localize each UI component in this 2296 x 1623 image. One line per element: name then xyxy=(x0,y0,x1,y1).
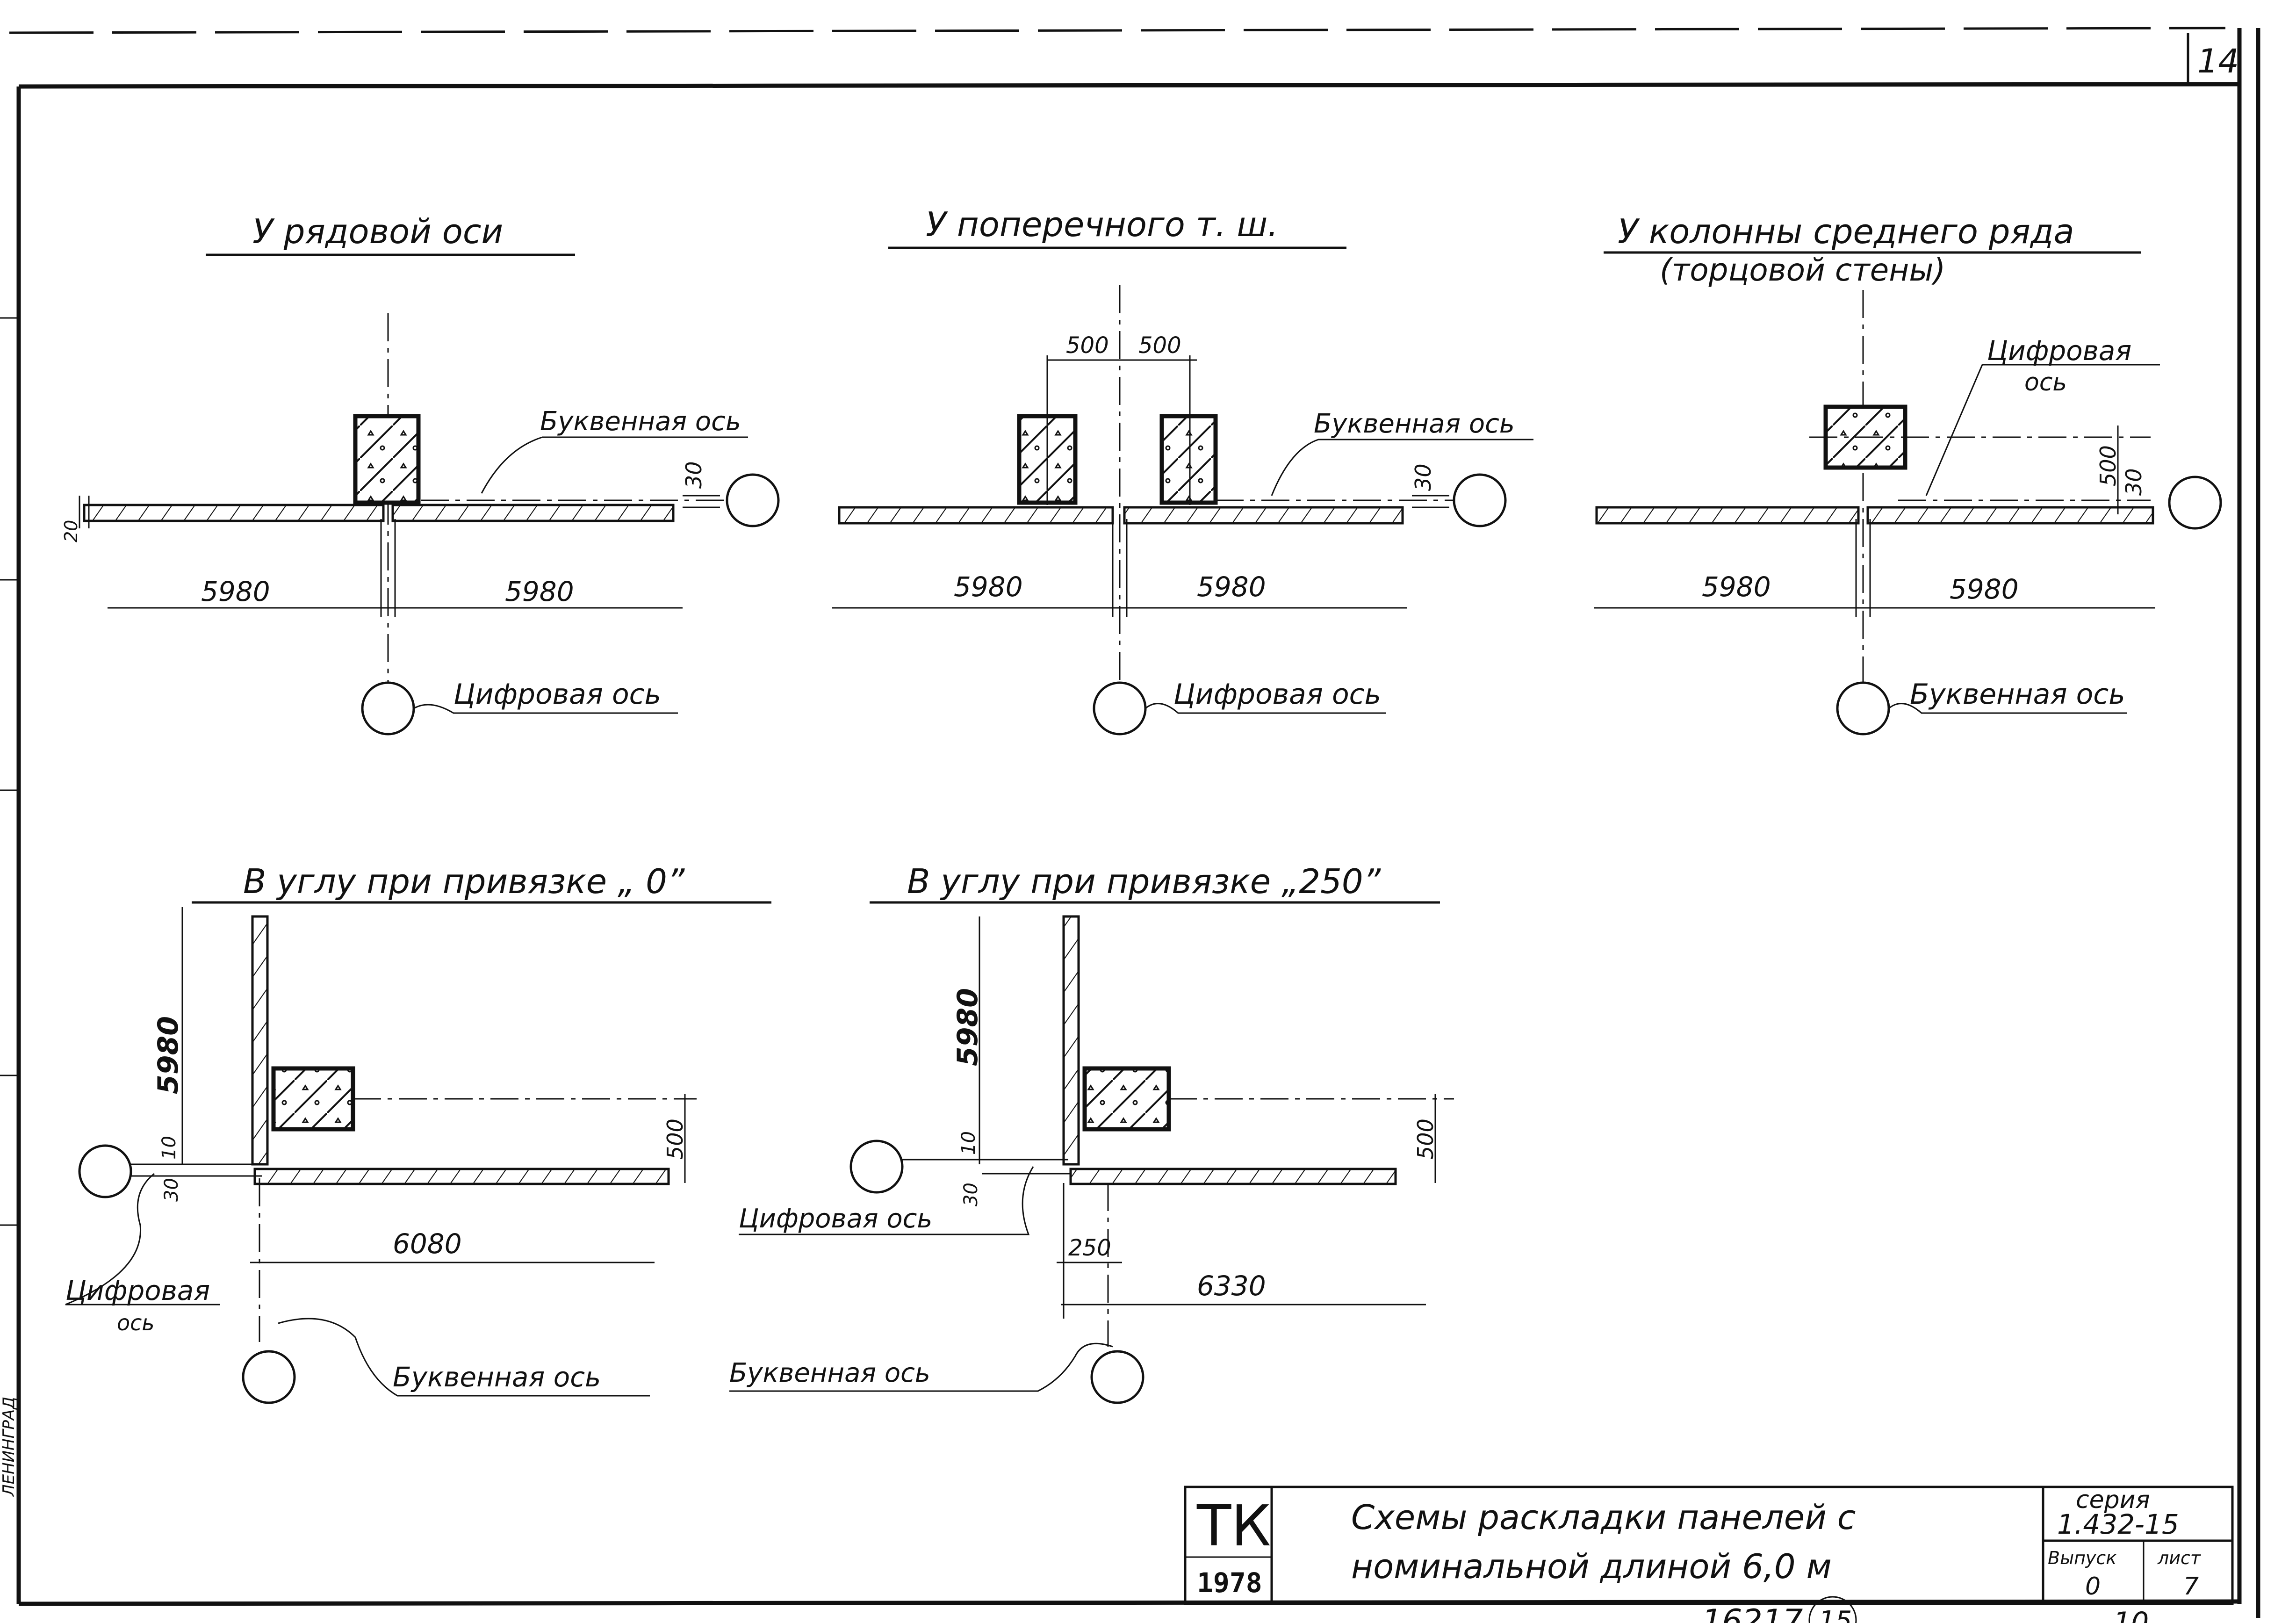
diagram-3-title: У колонны среднего ряда xyxy=(1618,212,2074,251)
series-label: серия xyxy=(2076,1486,2150,1514)
column xyxy=(1082,1066,1171,1132)
diagram-4-dim-horizontal: 6080 xyxy=(393,1228,462,1260)
diagram-4-dim-vertical: 5980 xyxy=(152,1016,185,1094)
axis-circle-letter xyxy=(726,473,780,527)
diagram-4-axis-bottom-label: Буквенная ось xyxy=(393,1361,601,1393)
diagram-4-dim-500: 500 xyxy=(662,1118,688,1160)
diagram-3-axis-bottom-label: Буквенная ось xyxy=(1910,678,2125,711)
diagram-transverse-joint: У поперечного т. ш. 500 500 Буквенная ос… xyxy=(832,205,1533,736)
diagram-5-dim-horizontal: 6330 xyxy=(1197,1270,1266,1302)
diagram-3-dim-left: 5980 xyxy=(1702,571,1771,603)
column-right xyxy=(1159,414,1218,505)
column xyxy=(271,1066,355,1132)
wall-panel-right xyxy=(391,504,675,522)
diagram-5-dim-500: 500 xyxy=(1413,1118,1438,1160)
diagram-4-axis-left-label-1: Цифровая xyxy=(65,1275,210,1306)
diagram-middle-row-column: У колонны среднего ряда (торцовой стены)… xyxy=(1594,212,2222,736)
diagram-2-dim-right: 5980 xyxy=(1197,571,1266,603)
drawing-title-line-2: номинальной длиной 6,0 м xyxy=(1351,1547,1832,1586)
bottom-number: 16217 xyxy=(1702,1603,1803,1623)
wall-panel-horizontal xyxy=(253,1168,670,1185)
wall-panel-right xyxy=(1123,506,1404,525)
diagram-2-dim-b: 500 xyxy=(1138,332,1181,359)
diagram-5-dim-10: 10 xyxy=(958,1131,979,1155)
axis-circle-digit xyxy=(1093,681,1147,736)
issue-value: 0 xyxy=(2085,1573,2101,1601)
diagram-1-side-mark: 20 xyxy=(61,520,81,542)
series-value: 1.432-15 xyxy=(2057,1508,2179,1540)
diagram-4-title: В углу при привязке „ 0” xyxy=(243,862,685,901)
wall-panel-left xyxy=(83,504,385,522)
diagram-3-dim-right: 5980 xyxy=(1950,573,2019,605)
axis-circle-letter xyxy=(1453,473,1507,527)
diagram-3-subtitle: (торцовой стены) xyxy=(1660,252,1945,288)
diagram-4-dim-30: 30 xyxy=(161,1178,182,1202)
wall-panel-left xyxy=(838,506,1114,525)
diagram-5-axis-bottom-label: Буквенная ось xyxy=(729,1358,930,1388)
diagram-2-dim-gap: 30 xyxy=(1411,463,1436,491)
sheet-frame xyxy=(9,27,2260,1618)
diagram-2-dim-a: 500 xyxy=(1066,332,1109,359)
diagram-5-title: В углу при привязке „250” xyxy=(907,862,1381,901)
axis-circle-digit xyxy=(2168,476,2222,530)
sheet-label: лист xyxy=(2157,1548,2202,1568)
wall-panel-vertical xyxy=(1062,915,1080,1166)
diagram-1-dim-left: 5980 xyxy=(201,576,270,607)
diagram-1-axis-top-label: Буквенная ось xyxy=(540,406,741,437)
left-stamp-strip xyxy=(0,317,19,1226)
org-mark: ТК xyxy=(1196,1494,1271,1559)
axis-circle-digit xyxy=(361,681,415,736)
diagram-2-axis-bottom-label: Цифровая ось xyxy=(1173,678,1381,711)
axis-circle-letter xyxy=(1090,1350,1144,1404)
sheet-value: 7 xyxy=(2183,1573,2199,1601)
diagram-corner-250: В углу при привязке „250” 5980 10 30 500… xyxy=(729,862,1454,1404)
diagram-5-dim-vertical: 5980 xyxy=(951,988,984,1066)
axis-circle-letter xyxy=(1836,681,1890,736)
diagram-1-title: У рядовой оси xyxy=(252,212,503,251)
title-block xyxy=(1184,1486,2234,1605)
bottom-right-mark: 10 xyxy=(2113,1606,2149,1623)
column xyxy=(353,414,421,505)
diagram-2-axis-top-label: Буквенная ось xyxy=(1314,409,1515,439)
wall-panel-right xyxy=(1866,506,2154,525)
diagram-ordinary-axis: У рядовой оси Буквенная ось 30 20 5980 5… xyxy=(61,212,780,736)
bottom-circle-mark xyxy=(1808,1596,1857,1623)
diagram-3-dim-30: 30 xyxy=(2121,468,2146,496)
axis-circle-letter xyxy=(242,1350,296,1404)
diagram-1-dim-gap: 30 xyxy=(681,461,706,489)
diagram-5-dim-250: 250 xyxy=(1068,1235,1111,1261)
sheet-mark: 14 xyxy=(2197,42,2239,80)
diagram-1-axis-bottom-label: Цифровая ось xyxy=(453,678,661,711)
wall-panel-horizontal xyxy=(1069,1168,1397,1185)
diagram-3-axis-top-label-2: ось xyxy=(2024,368,2067,397)
diagram-4-dim-10: 10 xyxy=(158,1136,180,1160)
diagram-5-axis-left-label: Цифровая ось xyxy=(739,1204,932,1234)
diagram-3-axis-top-label-1: Цифровая xyxy=(1987,335,2131,367)
year: 1978 xyxy=(1197,1567,1262,1599)
diagram-1-dim-right: 5980 xyxy=(505,576,574,607)
axis-circle-digit xyxy=(849,1140,904,1194)
stamp-left-text: ЛЕНИНГРАД xyxy=(0,1397,18,1497)
diagram-2-dim-left: 5980 xyxy=(954,571,1023,603)
diagram-5-dim-30: 30 xyxy=(960,1183,982,1206)
wall-panel-vertical xyxy=(251,915,269,1166)
diagram-2-title: У поперечного т. ш. xyxy=(926,205,1278,244)
drawing-title-line-1: Схемы раскладки панелей с xyxy=(1351,1498,1856,1537)
issue-label: Выпуск xyxy=(2048,1548,2116,1568)
diagram-4-axis-left-label-2: ось xyxy=(117,1310,155,1335)
diagram-3-dim-500: 500 xyxy=(2095,445,2121,486)
axis-circle-digit xyxy=(78,1144,132,1198)
wall-panel-left xyxy=(1595,506,1860,525)
bottom-circle-text: 15 xyxy=(1819,1606,1852,1623)
diagram-corner-zero: В углу при привязке „ 0” 5980 10 30 500 … xyxy=(65,862,771,1404)
